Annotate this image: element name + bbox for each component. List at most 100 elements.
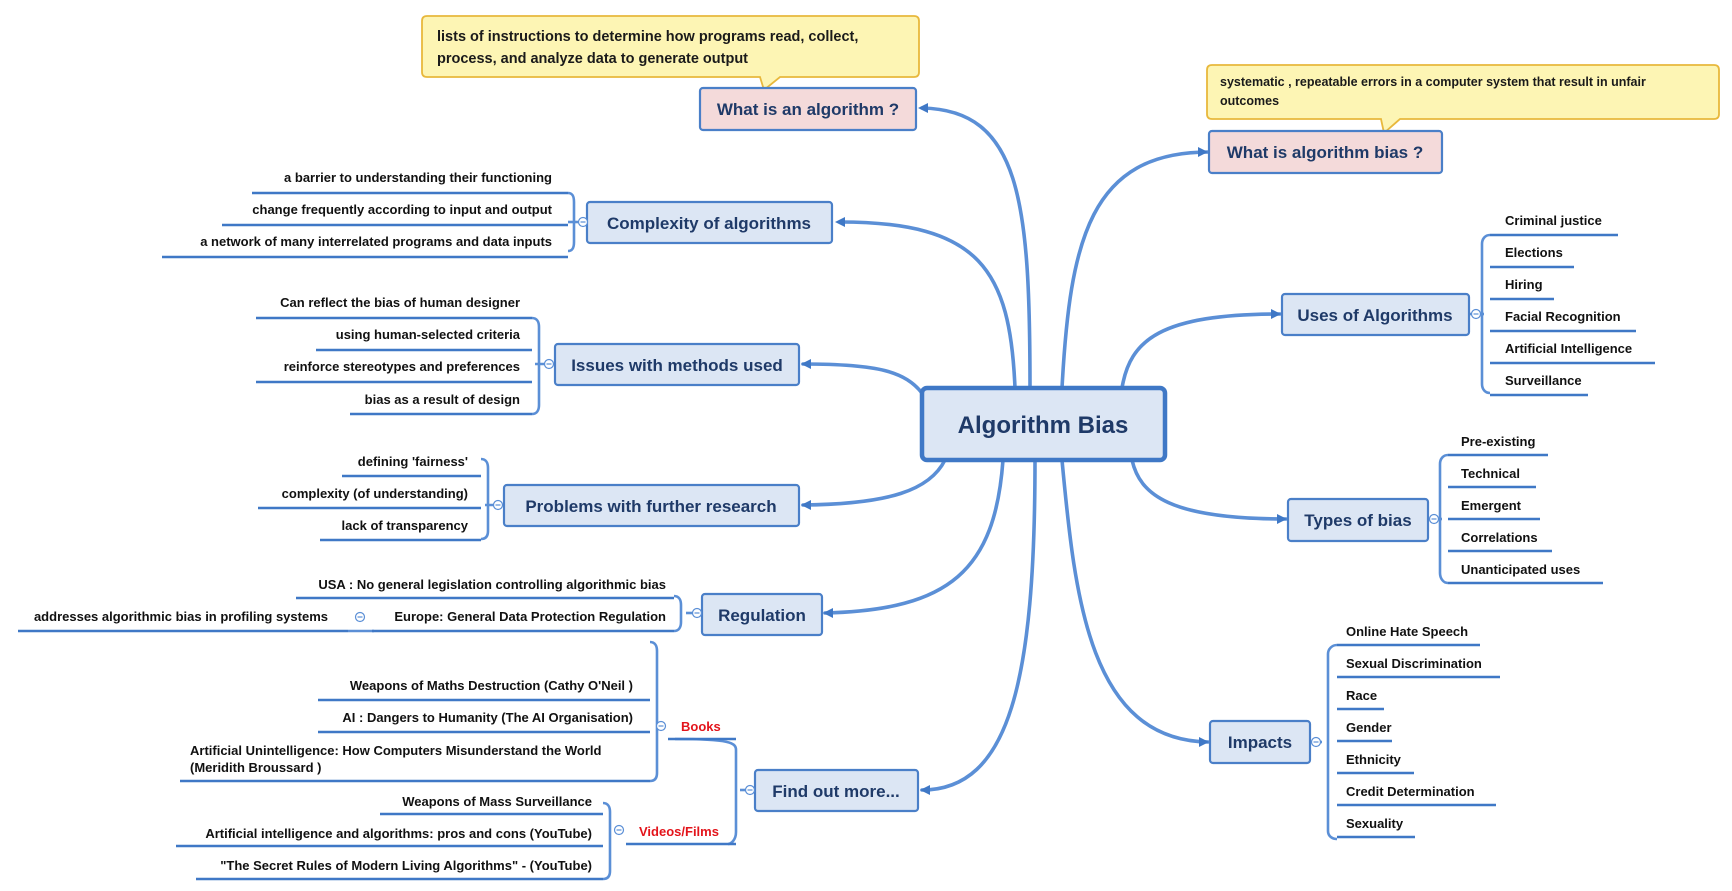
connector-what-algorithm xyxy=(920,106,1032,390)
collapse-impacts-icon[interactable] xyxy=(1310,736,1322,748)
book-item[interactable]: AI : Dangers to Humanity (The AI Organis… xyxy=(342,710,633,725)
main-connectors xyxy=(801,106,1288,792)
types-item[interactable]: Technical xyxy=(1461,466,1520,481)
uses-item[interactable]: Facial Recognition xyxy=(1505,309,1621,324)
connector-regulation xyxy=(823,458,1005,615)
connector-what-bias xyxy=(1060,150,1211,390)
collapse-books-icon[interactable] xyxy=(655,720,667,732)
topic-uses-label: Uses of Algorithms xyxy=(1297,306,1452,325)
topic-types[interactable]: Types of bias xyxy=(1286,497,1430,543)
collapse-europe-icon[interactable] xyxy=(354,611,366,623)
topic-impacts[interactable]: Impacts xyxy=(1208,719,1312,765)
video-item[interactable]: "The Secret Rules of Modern Living Algor… xyxy=(220,858,592,873)
connector-issues xyxy=(801,362,924,395)
collapse-complexity-icon[interactable] xyxy=(577,216,589,228)
issues-item[interactable]: reinforce stereotypes and preferences xyxy=(284,359,520,374)
algorithm-definition-note: lists of instructions to determine how p… xyxy=(421,15,920,92)
impacts-item[interactable]: Sexual Discrimination xyxy=(1346,656,1482,671)
topic-what-is-algorithm[interactable]: What is an algorithm ? xyxy=(698,86,918,132)
connector-impacts xyxy=(1060,458,1210,744)
videos-items: Weapons of Mass Surveillance Artificial … xyxy=(176,794,603,881)
issues-item[interactable]: bias as a result of design xyxy=(365,392,520,407)
collapse-uses-icon[interactable] xyxy=(1470,308,1482,320)
topic-find-out-more[interactable]: Find out more... xyxy=(753,768,920,813)
regulation-usa[interactable]: USA : No general legislation controlling… xyxy=(318,577,666,592)
impacts-item[interactable]: Gender xyxy=(1346,720,1392,735)
book-item[interactable]: Weapons of Maths Destruction (Cathy O'Ne… xyxy=(350,678,633,693)
types-item[interactable]: Unanticipated uses xyxy=(1461,562,1580,577)
collapse-findout-icon[interactable] xyxy=(744,784,756,796)
collapse-videos-icon[interactable] xyxy=(613,824,625,836)
algorithm-definition-line2: process, and analyze data to generate ou… xyxy=(437,51,748,67)
complexity-item[interactable]: a network of many interrelated programs … xyxy=(200,234,552,249)
bias-definition-line2: outcomes xyxy=(1220,94,1279,108)
books-items: Weapons of Maths Destruction (Cathy O'Ne… xyxy=(180,678,650,783)
uses-item[interactable]: Hiring xyxy=(1505,277,1543,292)
problems-item[interactable]: defining 'fairness' xyxy=(358,454,468,469)
complexity-item[interactable]: a barrier to understanding their functio… xyxy=(284,170,552,185)
regulation-europe-detail[interactable]: addresses algorithmic bias in profiling … xyxy=(34,609,328,624)
problems-item[interactable]: lack of transparency xyxy=(342,518,469,533)
regulation-europe[interactable]: Europe: General Data Protection Regulati… xyxy=(394,609,666,624)
impacts-item[interactable]: Sexuality xyxy=(1346,816,1404,831)
books-category[interactable]: Books xyxy=(668,719,736,741)
impacts-item[interactable]: Race xyxy=(1346,688,1377,703)
book-item-author[interactable]: (Meridith Broussard ) xyxy=(190,760,321,775)
bias-definition-note: systematic , repeatable errors in a comp… xyxy=(1206,64,1720,135)
uses-items: Criminal justice Elections Hiring Facial… xyxy=(1490,213,1655,397)
topic-regulation[interactable]: Regulation xyxy=(700,592,824,637)
central-topic[interactable]: Algorithm Bias xyxy=(919,385,1168,463)
types-item[interactable]: Correlations xyxy=(1461,530,1538,545)
topic-problems[interactable]: Problems with further research xyxy=(502,483,801,528)
algorithm-definition-line1: lists of instructions to determine how p… xyxy=(437,29,858,45)
impacts-items: Online Hate Speech Sexual Discrimination… xyxy=(1337,624,1500,839)
types-item[interactable]: Pre-existing xyxy=(1461,434,1535,449)
issues-item[interactable]: using human-selected criteria xyxy=(336,327,521,342)
problems-item[interactable]: complexity (of understanding) xyxy=(282,486,468,501)
connector-findout xyxy=(920,458,1037,792)
collapse-regulation-icon[interactable] xyxy=(691,607,703,619)
videos-category[interactable]: Videos/Films xyxy=(626,824,736,846)
collapse-problems-icon[interactable] xyxy=(492,499,504,511)
topic-what-is-bias[interactable]: What is algorithm bias ? xyxy=(1207,129,1444,175)
topic-what-is-bias-label: What is algorithm bias ? xyxy=(1227,143,1423,162)
books-category-label: Books xyxy=(681,719,721,734)
uses-item[interactable]: Criminal justice xyxy=(1505,213,1602,228)
collapse-issues-icon[interactable] xyxy=(543,358,555,370)
issues-items: Can reflect the bias of human designer u… xyxy=(256,295,532,416)
bias-definition-line1: systematic , repeatable errors in a comp… xyxy=(1220,75,1646,89)
issues-item[interactable]: Can reflect the bias of human designer xyxy=(280,295,520,310)
topic-problems-label: Problems with further research xyxy=(525,497,776,516)
video-item[interactable]: Weapons of Mass Surveillance xyxy=(402,794,592,809)
topic-uses[interactable]: Uses of Algorithms xyxy=(1280,292,1471,337)
collapse-buttons xyxy=(354,216,1482,836)
connector-arrowheads xyxy=(801,103,1287,795)
types-item[interactable]: Emergent xyxy=(1461,498,1522,513)
topic-types-label: Types of bias xyxy=(1304,511,1411,530)
impacts-item[interactable]: Ethnicity xyxy=(1346,752,1402,767)
topic-what-is-algorithm-label: What is an algorithm ? xyxy=(717,100,899,119)
uses-item[interactable]: Artificial Intelligence xyxy=(1505,341,1632,356)
uses-item[interactable]: Surveillance xyxy=(1505,373,1582,388)
complexity-item[interactable]: change frequently according to input and… xyxy=(252,202,552,217)
topic-complexity-label: Complexity of algorithms xyxy=(607,214,811,233)
topic-complexity[interactable]: Complexity of algorithms xyxy=(585,200,834,245)
collapse-types-icon[interactable] xyxy=(1428,513,1440,525)
topic-issues-label: Issues with methods used xyxy=(571,356,783,375)
topic-impacts-label: Impacts xyxy=(1228,733,1292,752)
connector-types xyxy=(1130,458,1288,521)
book-item[interactable]: Artificial Unintelligence: How Computers… xyxy=(190,743,602,758)
central-topic-label: Algorithm Bias xyxy=(958,412,1129,439)
impacts-item[interactable]: Online Hate Speech xyxy=(1346,624,1468,639)
topic-regulation-label: Regulation xyxy=(718,606,806,625)
branch-braces-right xyxy=(1309,233,1491,841)
topic-issues[interactable]: Issues with methods used xyxy=(553,342,801,387)
uses-item[interactable]: Elections xyxy=(1505,245,1563,260)
regulation-items: USA : No general legislation controlling… xyxy=(18,577,674,633)
complexity-items: a barrier to understanding their functio… xyxy=(162,170,568,259)
impacts-item[interactable]: Credit Determination xyxy=(1346,784,1475,799)
types-items: Pre-existing Technical Emergent Correlat… xyxy=(1448,434,1603,585)
video-item[interactable]: Artificial intelligence and algorithms: … xyxy=(205,826,592,841)
connector-complexity xyxy=(838,220,1017,390)
